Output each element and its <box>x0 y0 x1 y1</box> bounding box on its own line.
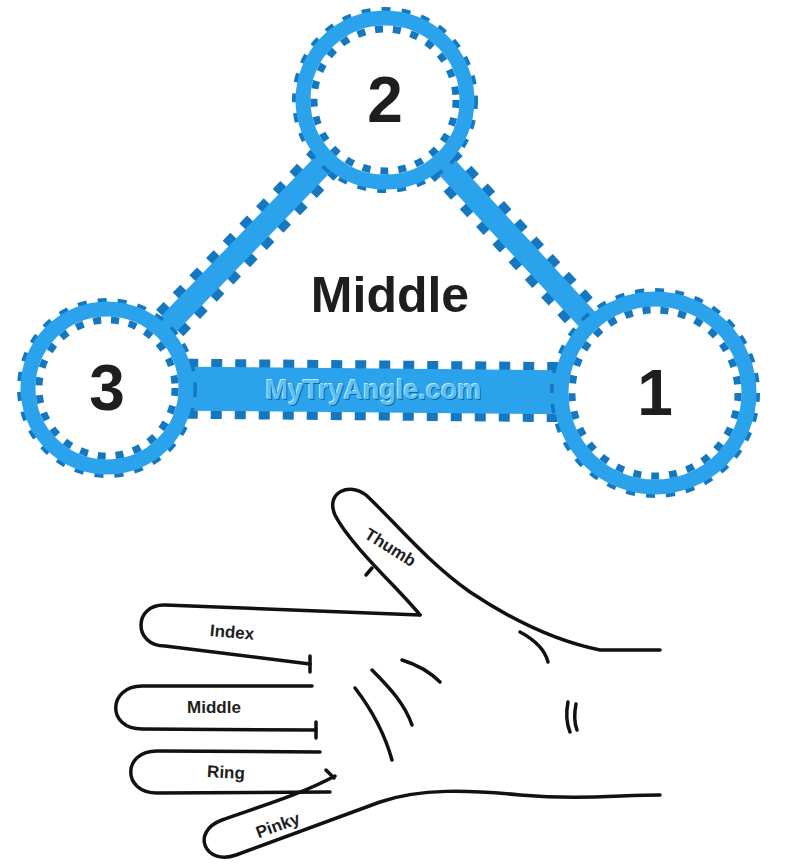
palm-line <box>372 670 412 725</box>
finger-crease <box>314 722 318 738</box>
wrist-line <box>567 702 570 732</box>
finger-label: Ring <box>207 762 246 784</box>
number-circle: 2 <box>292 7 478 193</box>
callout-number: 3 <box>17 351 197 425</box>
callout-number: 1 <box>550 356 760 430</box>
pinky-outline-and-palm <box>204 776 660 857</box>
number-circle: 3 <box>17 298 197 478</box>
finger-label: Thumb <box>361 525 420 572</box>
number-circle: 1 <box>550 288 760 498</box>
palm-line <box>520 632 548 662</box>
callout-number: 2 <box>292 63 478 137</box>
triangle-side <box>163 160 328 331</box>
index-finger-outline <box>141 605 420 664</box>
palm-line <box>402 660 440 682</box>
center-label: Middle <box>311 266 469 324</box>
ring-finger-outline <box>131 751 330 793</box>
middle-finger-outline <box>116 686 316 730</box>
palm-line <box>355 688 392 760</box>
wrist-line <box>575 704 577 730</box>
side-teeth <box>163 160 328 331</box>
finger-label: Index <box>209 621 255 645</box>
finger-label: Middle <box>187 698 241 718</box>
connector-bar <box>163 160 328 331</box>
watermark: MyTryAngle.com <box>265 375 481 406</box>
thumb-nail-line <box>366 568 372 575</box>
finger-crease <box>308 656 312 672</box>
thumb-outline <box>333 489 660 650</box>
